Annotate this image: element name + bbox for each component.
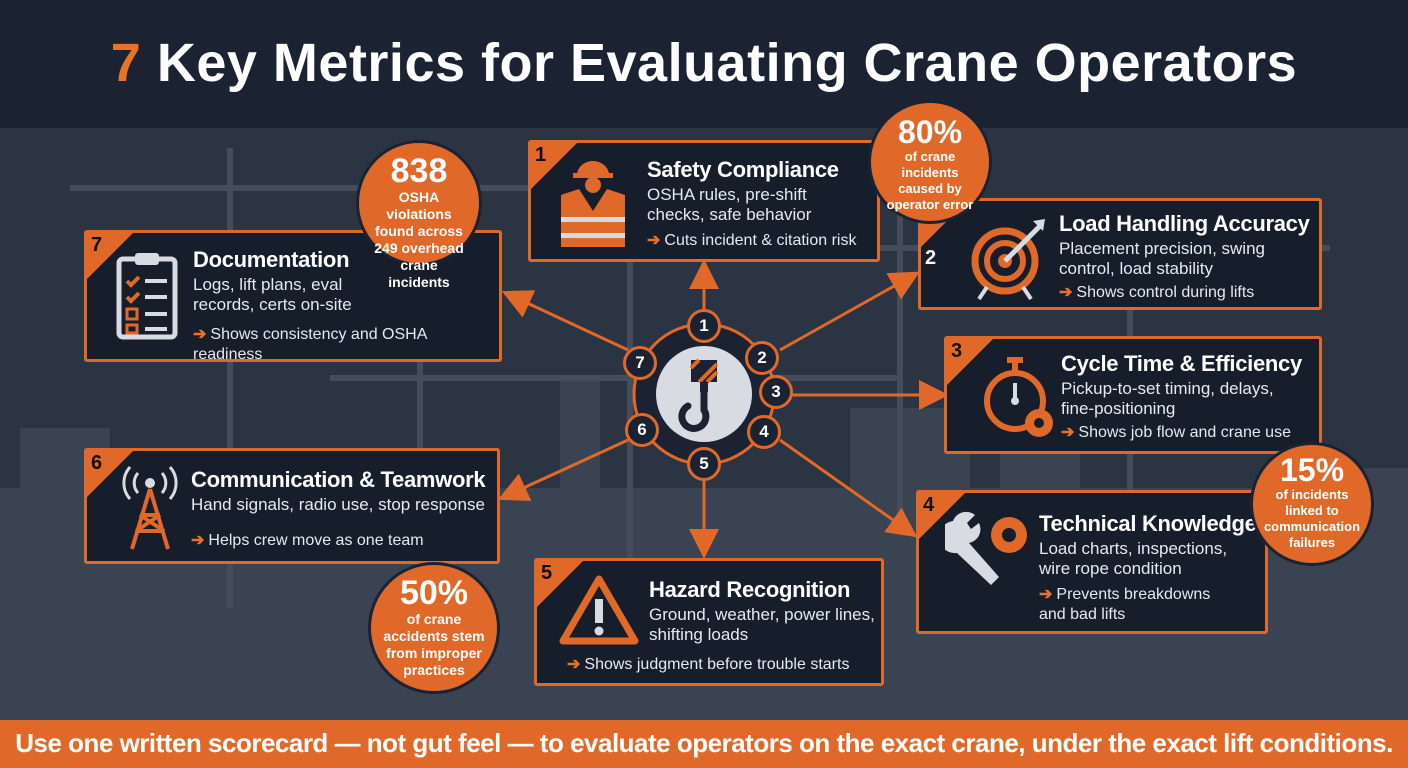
hub-number-3: 3: [759, 375, 793, 409]
stat-value: 80%: [897, 114, 963, 150]
warning-icon: [559, 575, 639, 645]
hub-number-6: 6: [625, 413, 659, 447]
title-number: 7: [110, 33, 142, 93]
card-corner: [531, 143, 577, 189]
page-title: 7 Key Metrics for Evaluating Crane Opera…: [0, 32, 1408, 94]
card-title: Hazard Recognition: [649, 577, 851, 602]
stat-operator-error: 80% of crane incidents caused by operato…: [868, 100, 992, 224]
card-corner: [947, 339, 993, 385]
hub-number-4: 4: [747, 415, 781, 449]
arrow-to-2: [779, 271, 920, 352]
target-icon: [971, 219, 1045, 301]
card-description: Logs, lift plans, eval records, certs on…: [193, 275, 352, 314]
stat-label: OSHA violations found across 249 overhea…: [374, 189, 464, 290]
safety-vest-icon: [561, 161, 625, 247]
card-result: ➔Cuts incident & citation risk: [647, 232, 857, 249]
card-corner: [537, 561, 583, 607]
card-title: Documentation: [193, 247, 350, 272]
stat-value: 838: [390, 152, 448, 190]
radio-tower-icon: [122, 466, 178, 550]
card-communication-teamwork: 6 Communication & Teamwork Hand signals,…: [84, 448, 500, 564]
card-description: Ground, weather, power lines, shifting l…: [649, 605, 875, 644]
card-title: Technical Knowledge: [1039, 511, 1257, 536]
crane-hook-icon: [678, 358, 719, 432]
stat-label: of incidents linked to communication fai…: [1263, 487, 1361, 550]
hub-number-5: 5: [687, 447, 721, 481]
card-description: Pickup-to-set timing, delays, fine-posit…: [1061, 379, 1274, 418]
card-description: Hand signals, radio use, stop response: [191, 495, 485, 514]
card-result: ➔Shows job flow and crane use: [1061, 424, 1291, 441]
central-hub: [632, 322, 776, 466]
stopwatch-gear-icon: [984, 357, 1053, 437]
card-result: ➔Shows control during lifts: [1059, 284, 1255, 301]
card-description: Placement precision, swing control, load…: [1059, 239, 1265, 278]
arrow-to-7: [501, 290, 629, 352]
card-description: OSHA rules, pre-shift checks, safe behav…: [647, 185, 812, 224]
title-text: Key Metrics for Evaluating Crane Operato…: [156, 33, 1298, 93]
card-title: Load Handling Accuracy: [1059, 211, 1310, 236]
clipboard-checklist-icon: [116, 253, 178, 340]
card-number: 3: [951, 340, 963, 362]
card-result: ➔Shows judgment before trouble starts: [567, 656, 850, 673]
card-number: 2: [925, 247, 937, 269]
stat-label: of crane incidents caused by operator er…: [886, 149, 974, 212]
card-title: Cycle Time & Efficiency: [1061, 351, 1302, 376]
stat-value: 15%: [1279, 452, 1345, 488]
card-title: Safety Compliance: [647, 157, 839, 182]
card-number: 6: [91, 452, 103, 474]
stat-communication-failures: 15% of incidents linked to communication…: [1250, 442, 1374, 566]
card-result: ➔Shows consistency and OSHA readiness: [193, 326, 427, 362]
stat-osha-violations: 838 OSHA violations found across 249 ove…: [356, 140, 482, 290]
card-result: ➔Helps crew move as one team: [191, 532, 424, 549]
card-number: 5: [541, 562, 553, 584]
footer-text: Use one written scorecard — not gut feel…: [15, 728, 1393, 758]
hub-number-1: 1: [687, 309, 721, 343]
card-number: 7: [91, 234, 103, 256]
hub-number-2: 2: [745, 341, 779, 375]
card-cycle-time-efficiency: 3 Cycle Time & Efficiency Pickup-to-set …: [944, 336, 1322, 454]
stat-improper-practices: 50% of crane accidents stem from imprope…: [368, 562, 500, 694]
card-technical-knowledge: 4 Technical Knowledge Load charts, inspe…: [916, 490, 1268, 634]
header-bar: [0, 0, 1408, 128]
stat-label: of crane accidents stem from improper pr…: [383, 611, 485, 678]
card-title: Communication & Teamwork: [191, 467, 486, 492]
card-description: Load charts, inspections, wire rope cond…: [1039, 539, 1228, 578]
arrow-to-4: [779, 438, 918, 538]
wrench-gear-icon: [945, 511, 1027, 585]
card-result: ➔Prevents breakdowns and bad lifts: [1039, 586, 1211, 623]
footer-bar: Use one written scorecard — not gut feel…: [0, 720, 1408, 768]
card-number: 1: [535, 144, 547, 166]
card-load-handling-accuracy: 2 Load Handling Accuracy Placement preci…: [918, 198, 1322, 310]
card-number: 4: [923, 494, 935, 516]
card-safety-compliance: 1 Safety Compliance OSHA rules, pre-shif…: [528, 140, 880, 262]
card-hazard-recognition: 5 Hazard Recognition Ground, weather, po…: [534, 558, 884, 686]
stat-value: 50%: [399, 574, 469, 612]
arrow-to-6: [497, 438, 629, 501]
hub-number-7: 7: [623, 346, 657, 380]
card-corner: [87, 233, 133, 279]
